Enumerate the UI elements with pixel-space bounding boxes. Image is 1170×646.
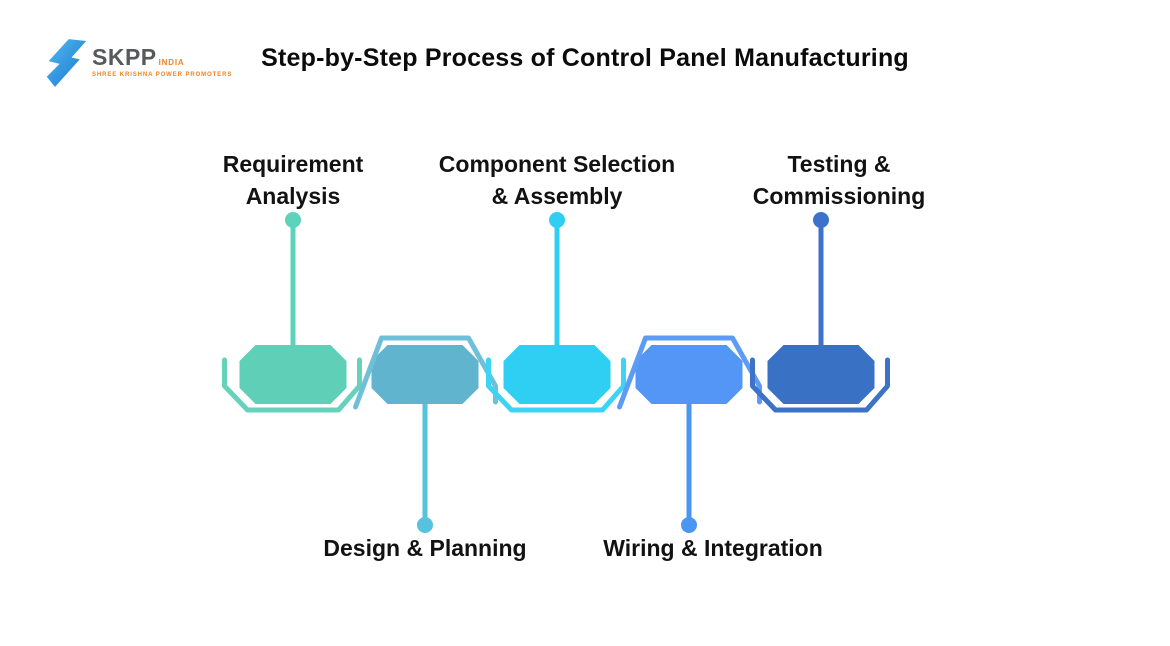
step-2-label: Design & Planning <box>275 532 575 564</box>
step-1-octagon-outline <box>222 357 362 413</box>
step-3-label-line-2: & Assembly <box>491 183 623 209</box>
step-5-octagon <box>767 345 875 404</box>
step-3-label: Component Selection & Assembly <box>407 148 707 212</box>
step-4-shape <box>617 335 762 533</box>
step-5-dot <box>813 212 829 228</box>
step-1-label: Requirement Analysis <box>143 148 443 212</box>
step-5-octagon-outline <box>750 357 890 413</box>
step-3-shape <box>486 212 626 413</box>
step-1-shape <box>222 212 362 413</box>
lightning-bolt-icon <box>46 39 87 87</box>
step-3-label-line-1: Component Selection <box>438 151 676 177</box>
step-2-dot <box>417 517 433 533</box>
logo-name: SKPP <box>92 44 157 70</box>
logo-suffix: INDIA <box>158 58 185 67</box>
step-1-octagon <box>239 345 347 404</box>
step-5-label-line-1: Testing & <box>787 151 891 177</box>
step-2-label-line-1: Design & Planning <box>323 535 527 561</box>
logo-tagline: SHREE KRISHNA POWER PROMOTERS <box>92 72 233 78</box>
logo: SKPP INDIA SHREE KRISHNA POWER PROMOTERS <box>44 38 232 88</box>
step-3-dot <box>549 212 565 228</box>
step-5-label-line-2: Commissioning <box>752 183 926 209</box>
step-4-label-line-1: Wiring & Integration <box>603 535 823 561</box>
step-2-octagon <box>371 345 479 404</box>
step-2-shape <box>353 335 498 533</box>
logo-text: SKPP INDIA SHREE KRISHNA POWER PROMOTERS <box>92 38 233 79</box>
step-3-octagon-outline <box>486 357 626 413</box>
page-title: Step-by-Step Process of Control Panel Ma… <box>261 44 909 72</box>
step-5-shape <box>750 212 890 413</box>
step-4-dot <box>681 517 697 533</box>
step-4-octagon <box>635 345 743 404</box>
step-1-label-line-1: Requirement <box>222 151 364 177</box>
step-1-label-line-2: Analysis <box>245 183 341 209</box>
step-3-octagon <box>503 345 611 404</box>
step-1-dot <box>285 212 301 228</box>
step-4-label: Wiring & Integration <box>563 532 863 564</box>
step-5-label: Testing & Commissioning <box>689 148 989 212</box>
